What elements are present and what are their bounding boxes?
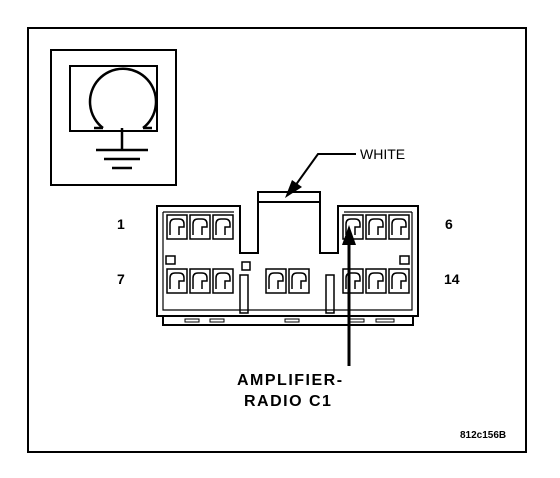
outer-frame <box>27 27 527 453</box>
ground-symbol-icon <box>88 67 158 129</box>
connector-body <box>156 191 419 326</box>
terminal-cavity-top-5 <box>365 214 387 240</box>
terminal-cavity-top-2 <box>189 214 211 240</box>
pin-label-1: 1 <box>117 216 125 232</box>
ground-symbol-inset <box>50 49 177 186</box>
terminal-cavity-top-1 <box>166 214 188 240</box>
terminal-cavity-bottom-2 <box>189 268 211 294</box>
terminal-cavity-bottom-6 <box>342 268 364 294</box>
terminal-cavity-bottom-1 <box>166 268 188 294</box>
connector-name-line2: RADIO C1 <box>244 393 332 410</box>
terminal-cavity-bottom-5 <box>288 268 310 294</box>
terminal-cavity-top-6 <box>388 214 410 240</box>
terminal-cavity-bottom-3 <box>212 268 234 294</box>
terminal-cavity-bottom-4 <box>265 268 287 294</box>
terminal-cavity-bottom-8 <box>388 268 410 294</box>
connector-name-line1: AMPLIFIER- <box>237 372 344 389</box>
pin-label-14: 14 <box>444 271 460 287</box>
figure-id: 812c156B <box>460 430 506 441</box>
connector-name-arrow <box>342 225 356 366</box>
color-label: WHITE <box>360 146 405 162</box>
terminal-cavity-top-3 <box>212 214 234 240</box>
terminal-cavities <box>166 214 410 294</box>
white-leader <box>285 153 356 198</box>
pin-label-7: 7 <box>117 271 125 287</box>
pin-label-6: 6 <box>445 216 453 232</box>
terminal-cavity-bottom-7 <box>365 268 387 294</box>
